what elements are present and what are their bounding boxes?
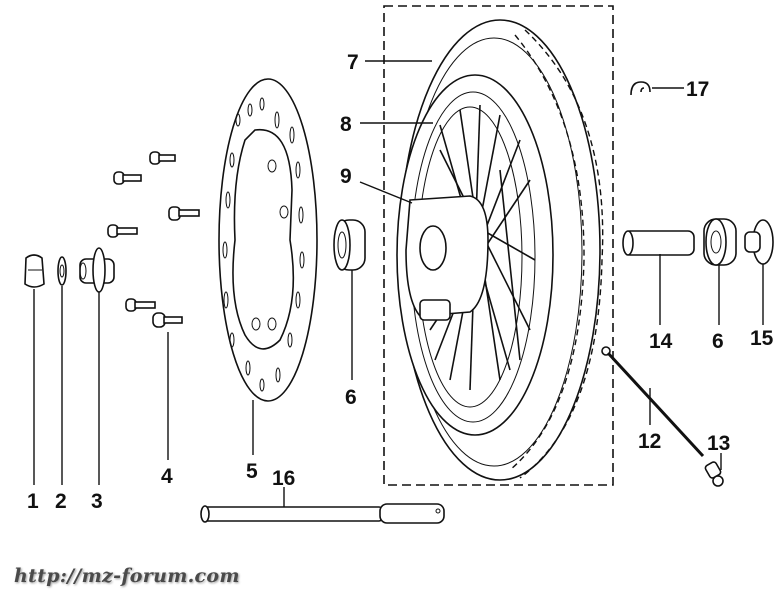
spoke-part[interactable] bbox=[601, 346, 705, 458]
leader-lines bbox=[33, 60, 764, 507]
spacer-tube-part[interactable] bbox=[622, 230, 695, 256]
callout-4: 4 bbox=[161, 465, 173, 488]
callout-9: 9 bbox=[340, 165, 352, 188]
callout-2: 2 bbox=[55, 490, 67, 513]
callout-15: 15 bbox=[750, 327, 774, 350]
assembly-boundary bbox=[383, 5, 614, 486]
callout-6-right: 6 bbox=[712, 330, 724, 353]
callout-16: 16 bbox=[272, 467, 295, 490]
callout-6-left: 6 bbox=[345, 386, 357, 409]
dust-cover-part[interactable] bbox=[744, 219, 774, 265]
axle-nut-part[interactable] bbox=[24, 254, 45, 288]
callout-1: 1 bbox=[27, 490, 39, 513]
callout-3: 3 bbox=[91, 490, 103, 513]
brake-disc-part[interactable] bbox=[218, 78, 318, 402]
spoke-nipple-part[interactable] bbox=[704, 461, 724, 487]
callout-7: 7 bbox=[347, 51, 359, 74]
wheel-bearing-right-part[interactable] bbox=[703, 218, 737, 266]
callout-17: 17 bbox=[686, 78, 709, 101]
callout-5: 5 bbox=[246, 460, 258, 483]
wheel-axle-part[interactable] bbox=[200, 503, 445, 524]
wheel-bearing-part[interactable] bbox=[333, 219, 366, 271]
callout-14: 14 bbox=[649, 330, 673, 353]
circlip-part[interactable] bbox=[630, 81, 651, 96]
callout-13: 13 bbox=[707, 432, 730, 455]
spacer-flange-part[interactable] bbox=[79, 247, 115, 293]
hub-part[interactable] bbox=[405, 195, 489, 321]
washer-part[interactable] bbox=[57, 256, 67, 286]
watermark-url: http://mz-forum.com bbox=[14, 565, 240, 587]
callout-12: 12 bbox=[638, 430, 661, 453]
disc-bolts-part[interactable] bbox=[107, 151, 200, 328]
callout-8: 8 bbox=[340, 113, 352, 136]
